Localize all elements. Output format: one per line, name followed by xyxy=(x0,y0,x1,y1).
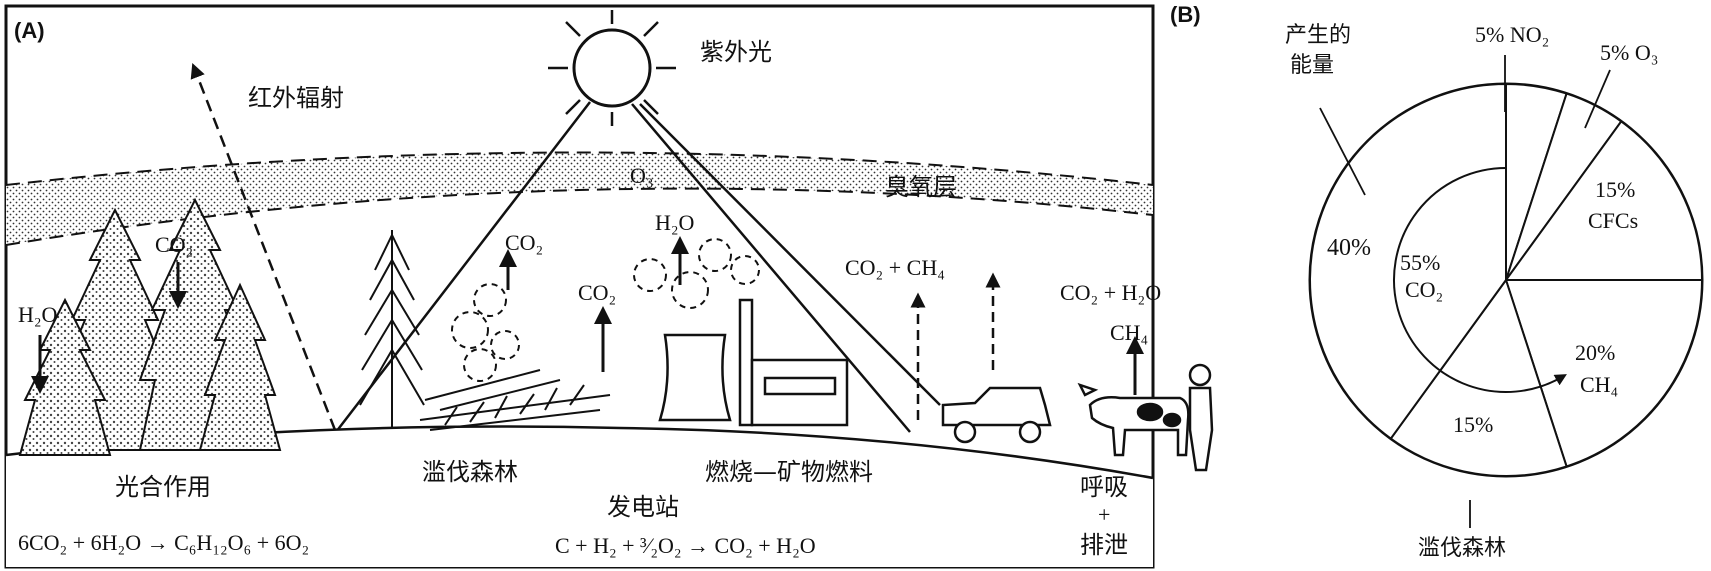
ozone-band xyxy=(6,152,1153,245)
o3-label: O₃ xyxy=(630,163,654,188)
ozone-lower-boundary xyxy=(5,187,1154,246)
energy-pct: 40% xyxy=(1327,235,1371,261)
power-plant-label: 发电站 xyxy=(607,493,679,521)
forest-pct: 15% xyxy=(1453,412,1493,437)
ozone-layer-label: 臭氧层 xyxy=(885,173,957,201)
cow-icon xyxy=(1077,382,1190,457)
smoke-plant-icon xyxy=(633,238,760,309)
deforestation-label: 滥伐森林 xyxy=(422,458,518,486)
h2o-plant-label: H₂O xyxy=(655,210,694,235)
excretion-label: 排泄 xyxy=(1080,531,1128,559)
energy-label-line-2: 能量 xyxy=(1290,53,1334,78)
energy-label-line-1: 产生的 xyxy=(1285,23,1351,48)
co2-ch4-car-label: CO₂ + CH₄ xyxy=(845,255,945,280)
pie-chart xyxy=(1308,82,1704,478)
smoke-burning-icon xyxy=(451,283,520,382)
panel-a-label: (A) xyxy=(14,18,45,43)
sun-icon xyxy=(548,10,676,126)
ch4-pct: 20% xyxy=(1575,340,1615,365)
pie-slice-产生的能量 xyxy=(1309,82,1507,440)
pine-tree-icon xyxy=(359,230,425,428)
pie-slice-滥伐森林 xyxy=(1389,277,1568,477)
co2-pct: 55% xyxy=(1400,250,1440,275)
forest-label: 滥伐森林 xyxy=(1418,536,1506,561)
pie-slice-CH₄ xyxy=(1504,279,1704,468)
ozone-upper-boundary xyxy=(5,151,1154,186)
person-icon xyxy=(1188,363,1214,472)
pie-slice-CFCs xyxy=(1504,120,1704,281)
panel-b-label: (B) xyxy=(1170,2,1201,27)
power-plant-icon xyxy=(658,298,849,427)
infrared-arrow xyxy=(190,63,337,431)
cfcs-pct: 15% xyxy=(1595,177,1635,202)
h2o-trees-label: H₂O xyxy=(18,302,57,327)
power-plant-equation: C + H₂ + ³⁄₂O₂ → CO₂ + H₂O xyxy=(555,533,816,558)
co2-burning-label: CO₂ xyxy=(505,230,543,255)
co2-inner-arc xyxy=(1393,167,1567,393)
o3-slice-label: 5% O₃ xyxy=(1600,40,1658,65)
uv-rays xyxy=(335,101,941,433)
co2-h2o-cow-label: CO₂ + H₂O xyxy=(1060,280,1161,305)
co2-name: CO₂ xyxy=(1405,277,1443,302)
o3-leader-line xyxy=(1584,69,1611,129)
fossil-fuel-label: 燃烧—矿物燃料 xyxy=(705,458,873,486)
plus-label: + xyxy=(1098,502,1110,527)
co2-trees-label: CO₂ xyxy=(155,232,193,257)
panel-b: (B) 产生的 能量 40% 55% CO₂ 5% NO₂ 5% O₃ 15% … xyxy=(1170,2,1704,561)
photosynthesis-label: 光合作用 xyxy=(115,473,211,501)
burning-logs-icon xyxy=(419,369,611,431)
car-icon xyxy=(941,386,1052,444)
energy-leader-line xyxy=(1319,107,1366,196)
cfcs-name: CFCs xyxy=(1588,208,1638,233)
panel-a: (A) 紫外光 O₃ 臭氧层 xyxy=(4,4,1214,569)
co2-plant-label: CO₂ xyxy=(578,280,616,305)
ch4-name: CH₄ xyxy=(1580,372,1618,397)
uv-label: 紫外光 xyxy=(700,38,772,66)
trees-icon xyxy=(18,197,282,456)
photosynthesis-equation: 6CO₂ + 6H₂O → C₆H₁₂O₆ + 6O₂ xyxy=(18,530,309,555)
respiration-label: 呼吸 xyxy=(1080,473,1128,501)
no2-label: 5% NO₂ xyxy=(1475,22,1549,47)
infrared-label: 红外辐射 xyxy=(248,84,344,112)
ground xyxy=(6,426,1153,567)
ch4-cow-label: CH₄ xyxy=(1110,320,1148,345)
